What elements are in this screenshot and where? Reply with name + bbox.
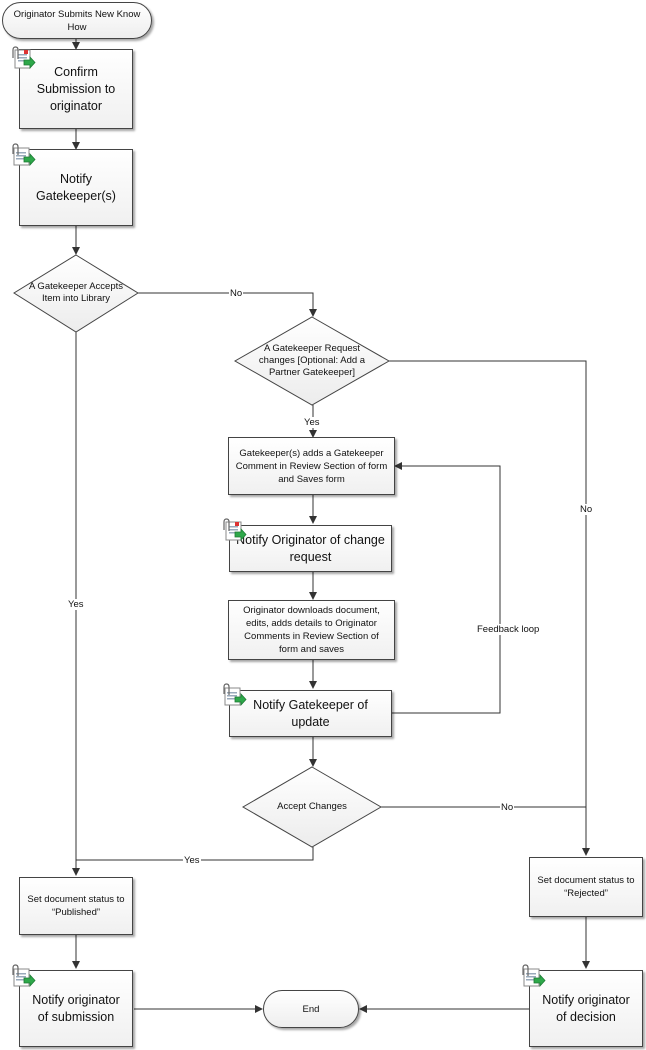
originator-downloads-label: Originator downloads document, edits, ad… [243,605,380,655]
connector-feedback-loop [392,462,501,714]
notify-submission-label: Notify originator of submission [32,992,120,1024]
notify-gatekeepers-label: Notify Gatekeeper(s) [36,171,116,203]
email-send-icon [522,964,546,988]
status-rejected-box: Set document status to “Rejected” [529,857,643,917]
status-published-box: Set document status to “Published” [19,877,133,935]
status-rejected-label: Set document status to “Rejected” [537,875,635,899]
end-terminal: End [263,990,359,1028]
notify-change-request-box: Notify Originator of change request [229,525,392,572]
confirm-submission-box: Confirm Submission to originator [19,49,133,129]
decision-shapes [13,254,391,848]
notify-decision-box: Notify originator of decision [529,970,643,1047]
label-request-yes: Yes [303,417,321,428]
email-send-icon [12,143,36,167]
start-label: Originator Submits New Know How [13,8,141,33]
label-accepts-no: No [229,288,244,299]
email-send-icon [223,683,247,707]
gatekeeper-comment-box: Gatekeeper(s) adds a Gatekeeper Comment … [228,437,395,495]
label-accepts-yes: Yes [67,599,85,610]
originator-downloads-box: Originator downloads document, edits, ad… [228,600,395,660]
notify-submission-box: Notify originator of submission [19,970,133,1047]
decision-request-diamond [233,316,391,406]
status-published-label: Set document status to “Published” [27,894,125,918]
label-accept-changes-yes: Yes [183,855,201,866]
label-feedback-loop: Feedback loop [476,624,541,635]
decision-accept-changes-label: Accept Changes [277,801,347,812]
notify-gatekeeper-update-label: Notify Gatekeeper of update [253,697,368,729]
label-request-no: No [579,504,594,515]
notify-gatekeepers-box: Notify Gatekeeper(s) [19,149,133,226]
notify-decision-label: Notify originator of decision [542,992,630,1024]
email-attachment-icon [12,46,36,70]
gatekeeper-comment-label: Gatekeeper(s) adds a Gatekeeper Comment … [235,447,388,485]
connector-accept-yes [76,847,314,861]
connector-request-no [389,360,590,856]
decision-accepts-label: A Gatekeeper Accepts Item into Library [28,281,123,304]
confirm-submission-label: Confirm Submission to originator [36,64,116,113]
email-send-icon [12,964,36,988]
label-accept-changes-no: No [500,802,515,813]
notify-change-request-label: Notify Originator of change request [236,532,385,564]
decision-accept-changes-text: Accept Changes [262,797,362,817]
decision-accepts-text: A Gatekeeper Accepts Item into Library [24,274,128,312]
decision-request-text: A Gatekeeper Request changes [Optional: … [253,333,371,389]
end-label: End [302,1003,320,1015]
email-attachment-icon [223,518,247,542]
decision-accepts-diamond [13,254,139,333]
decision-request-label: A Gatekeeper Request changes [Optional: … [258,343,366,378]
notify-gatekeeper-update-box: Notify Gatekeeper of update [229,690,392,737]
connector-accepts-no [138,292,317,317]
start-terminal: Originator Submits New Know How [2,2,152,39]
decision-accept-changes-diamond [242,766,382,848]
